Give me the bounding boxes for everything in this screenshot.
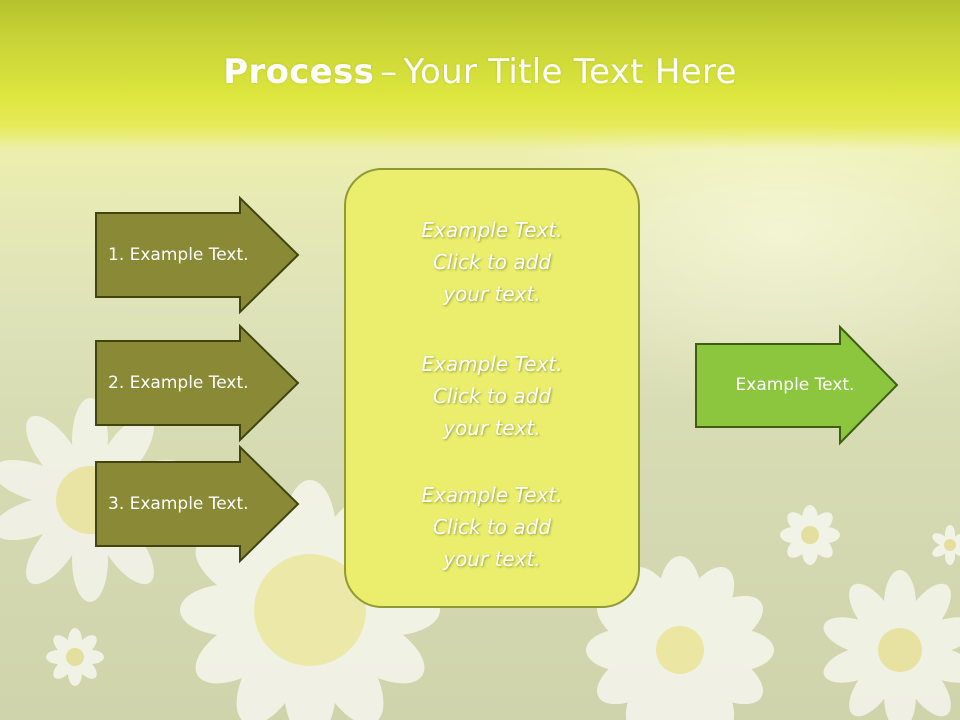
title-text: Your Title Text Here xyxy=(403,52,737,92)
title-bold-text: Process xyxy=(223,52,375,92)
block-line: your text. xyxy=(443,416,541,440)
left-arrow-3-label: 3. Example Text. xyxy=(108,494,249,514)
center-text-block-2[interactable]: Example Text. Click to add your text. xyxy=(346,348,638,444)
daisy-icon xyxy=(40,622,110,692)
daisy-icon xyxy=(770,505,850,565)
block-line: Click to add xyxy=(432,515,552,539)
daisy-icon xyxy=(820,570,960,720)
center-text-block-3[interactable]: Example Text. Click to add your text. xyxy=(346,479,638,575)
slide-title[interactable]: Process–Your Title Text Here xyxy=(0,52,960,92)
right-arrow-label: Example Text. xyxy=(735,375,855,395)
title-band xyxy=(0,0,960,150)
left-arrow-2[interactable]: 2. Example Text. xyxy=(95,323,300,443)
daisy-icon xyxy=(925,520,960,570)
block-line: Click to add xyxy=(432,384,552,408)
left-arrow-2-label: 2. Example Text. xyxy=(108,373,249,393)
center-text-box[interactable]: Example Text. Click to add your text. Ex… xyxy=(344,168,640,608)
left-arrow-3[interactable]: 3. Example Text. xyxy=(95,444,300,564)
right-arrow[interactable]: Example Text. xyxy=(695,324,900,446)
block-line: Click to add xyxy=(432,250,552,274)
left-arrow-1[interactable]: 1. Example Text. xyxy=(95,195,300,315)
block-line: your text. xyxy=(443,282,541,306)
block-line: Example Text. xyxy=(421,218,563,242)
block-line: your text. xyxy=(443,547,541,571)
block-line: Example Text. xyxy=(421,483,563,507)
daisy-icon xyxy=(560,556,800,720)
left-arrow-1-label: 1. Example Text. xyxy=(108,245,249,265)
center-text-block-1[interactable]: Example Text. Click to add your text. xyxy=(346,214,638,310)
block-line: Example Text. xyxy=(421,352,563,376)
title-dash: – xyxy=(380,52,398,92)
